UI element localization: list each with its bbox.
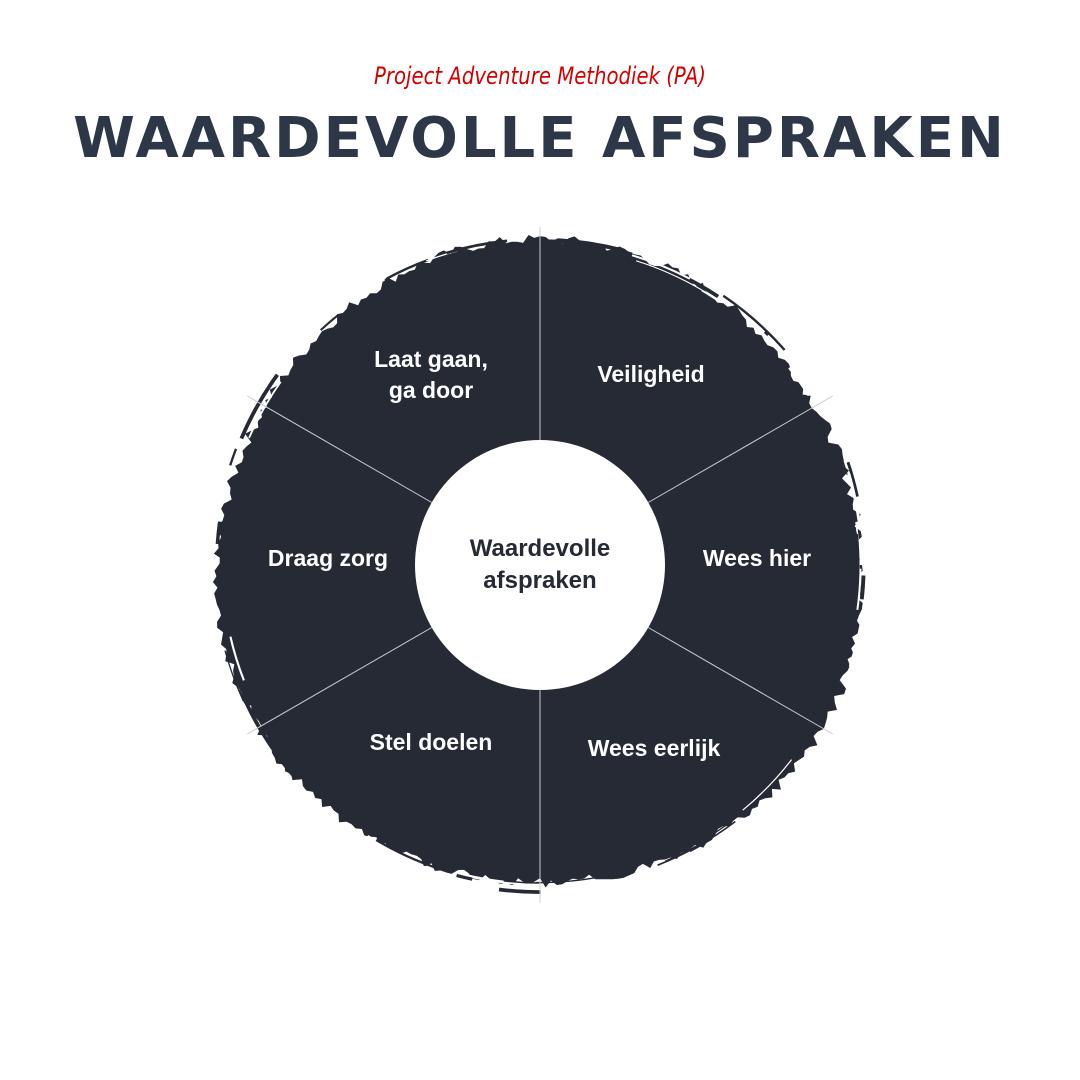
brush-stroke — [631, 254, 691, 280]
brush-stroke — [238, 689, 262, 733]
brush-stroke — [613, 255, 702, 293]
brush-stroke — [239, 373, 279, 440]
brush-stroke — [846, 461, 859, 497]
brush-stroke — [854, 568, 862, 611]
brush-stroke — [246, 685, 289, 758]
brush-stroke — [767, 333, 817, 395]
brush-stroke — [788, 366, 811, 397]
segment-label-stel-doelen: Stel doelen — [370, 729, 493, 755]
segment-label-veiligheid: Veiligheid — [597, 361, 704, 387]
brush-stroke — [543, 239, 633, 255]
brush-stroke — [375, 839, 450, 873]
brush-stroke — [853, 532, 859, 570]
brush-stroke — [355, 277, 385, 298]
brush-stroke — [715, 815, 739, 834]
segment-label-wees-eerlijk: Wees eerlijk — [588, 735, 721, 761]
brush-stroke — [773, 736, 810, 783]
segment-label-wees-hier: Wees hier — [703, 545, 811, 571]
brush-stroke — [215, 521, 222, 545]
brush-stroke — [244, 701, 297, 779]
page-title: WAARDEVOLLE AFSPRAKEN — [73, 106, 1007, 171]
center-label-line2: afspraken — [483, 567, 596, 594]
brush-stroke — [412, 865, 481, 888]
brush-stroke — [372, 842, 449, 879]
brush-stroke — [854, 533, 860, 611]
brush-stroke — [443, 246, 519, 265]
brush-stroke — [534, 241, 606, 250]
brush-stroke — [248, 381, 282, 439]
segment-label-draag-zorg: Draag zorg — [268, 545, 388, 571]
brush-stroke — [839, 452, 848, 476]
brush-stroke — [218, 593, 223, 618]
brush-stroke — [847, 472, 861, 521]
brush-stroke — [498, 887, 541, 895]
brush-stroke — [459, 872, 538, 886]
brush-stroke — [229, 636, 245, 681]
brush-stroke — [219, 522, 226, 573]
brush-stroke — [456, 873, 473, 881]
brush-stroke — [229, 448, 238, 466]
segment-divider-line — [648, 627, 833, 735]
brush-strokes — [215, 238, 867, 895]
brush-stroke — [722, 294, 786, 351]
center-circle — [415, 440, 665, 690]
center-label-line1: Waardevolle — [470, 535, 611, 562]
segment-divider-line — [648, 395, 833, 503]
segment-dividers — [247, 227, 833, 903]
brush-stroke — [859, 575, 866, 600]
brush-stroke — [848, 590, 867, 668]
brush-stroke — [742, 759, 793, 811]
segment-label-laat-gaan-line1: Laat gaan, — [374, 346, 488, 372]
brush-stroke — [386, 847, 404, 858]
segment-divider-line — [247, 395, 432, 503]
brush-stroke — [446, 239, 508, 255]
brush-stroke — [635, 260, 718, 301]
segment-label-laat-gaan-line2: ga door — [389, 377, 473, 403]
brush-stroke — [657, 820, 736, 866]
brush-stroke — [221, 577, 226, 600]
brush-stroke — [224, 650, 244, 702]
subtitle: Project Adventure Methodiek (PA) — [374, 62, 706, 90]
brush-stroke — [319, 313, 340, 331]
segment-divider-line — [247, 627, 432, 735]
